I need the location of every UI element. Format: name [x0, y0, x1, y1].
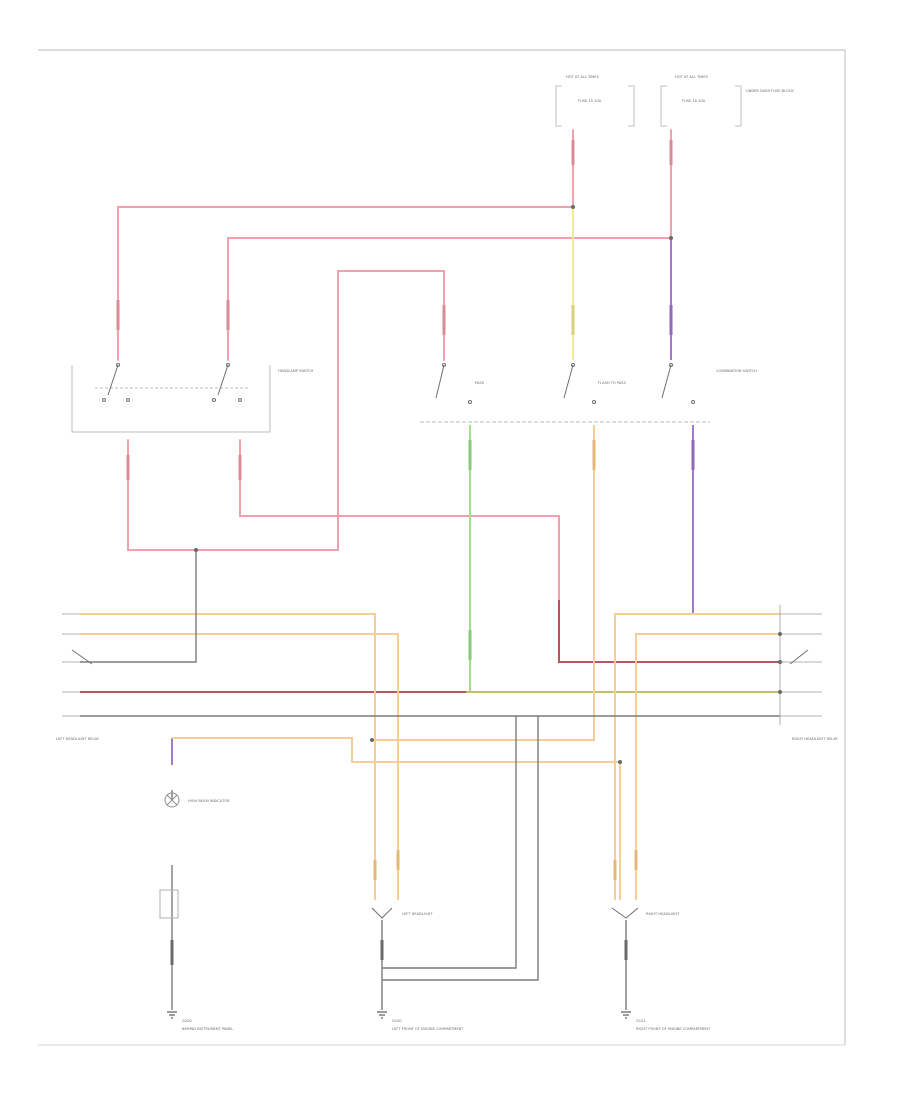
dark-red-wire — [80, 600, 780, 693]
ground-right-desc: RIGHT FRONT OF ENGINE COMPARTMENT — [636, 1027, 711, 1031]
headlamp-switch-box — [71, 365, 271, 433]
combination-switch — [420, 363, 710, 423]
orange-wires — [80, 425, 780, 900]
fuse-label-left: FUSE 15 10A — [578, 99, 602, 103]
hot-label-left: HOT AT ALL TIMES — [566, 75, 600, 79]
hot-label-right: HOT AT ALL TIMES — [675, 75, 709, 79]
indicator-label: HIGH BEAM INDICATOR — [188, 799, 230, 803]
indicator-bulb — [159, 792, 180, 919]
fuse-box-left — [555, 85, 742, 127]
fuse-box-label: UNDER DASH FUSE BLOCK — [746, 89, 794, 93]
splice-dots — [194, 205, 782, 764]
ground-center-label: G100 — [392, 1019, 402, 1023]
connector-ticks — [62, 605, 822, 725]
left-headlamp-label: LEFT HEADLIGHT — [402, 912, 433, 916]
headlamp-bulbs — [371, 907, 639, 919]
headlamp-switch-label: HEADLAMP SWITCH — [278, 369, 314, 373]
diagram-frame — [38, 49, 846, 1046]
headlamp-switch-contacts — [102, 363, 242, 402]
ground-left-desc: BEHIND INSTRUMENT PANEL — [182, 1027, 233, 1031]
gray-wires — [80, 550, 780, 1010]
right-headlamp-label: RIGHT HEADLIGHT — [646, 912, 680, 916]
ground-symbols — [167, 1011, 631, 1019]
red-wires — [117, 129, 781, 663]
ground-right-label: G101 — [636, 1019, 646, 1023]
relay-contacts — [71, 649, 809, 665]
flash-to-pass-label: FLASH TO PASS — [598, 381, 627, 385]
ground-center-desc: LEFT FRONT OF ENGINE COMPARTMENT — [392, 1027, 464, 1031]
left-relay-label: LEFT HEADLIGHT RELAY — [56, 737, 100, 741]
right-relay-label: RIGHT HEADLIGHT RELAY — [792, 737, 838, 741]
combination-switch-label: COMBINATION SWITCH — [716, 369, 757, 373]
pass-label: PASS — [475, 381, 485, 385]
ground-left-label: G200 — [182, 1019, 192, 1023]
fuse-label-right: FUSE 16 10A — [682, 99, 706, 103]
wire-tags — [116, 140, 695, 965]
